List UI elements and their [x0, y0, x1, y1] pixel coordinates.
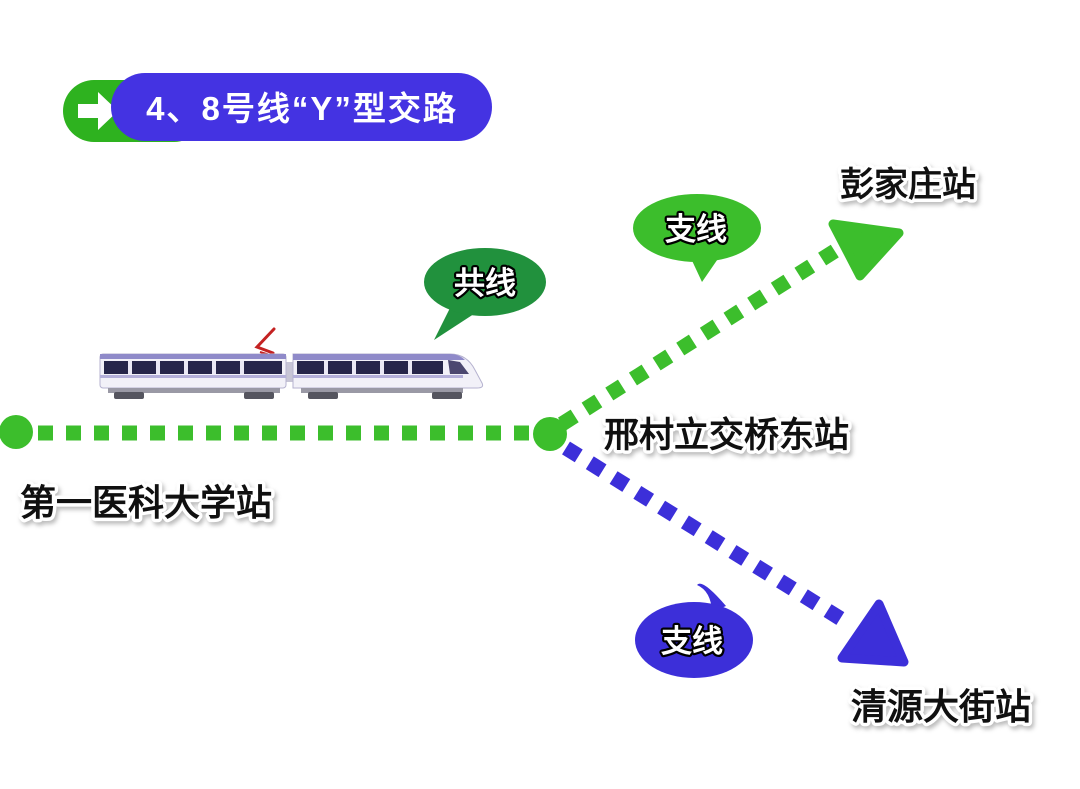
- branch-bottom-label: 支线: [661, 624, 723, 659]
- train-windshield: [448, 360, 469, 374]
- title-pill: [111, 73, 492, 141]
- branch-bottom: [562, 441, 909, 667]
- page-title: 4、8号线“Y”型交路: [146, 90, 458, 127]
- branch-bottom-bubble-body: [635, 602, 753, 678]
- branch-top-bubble: 支线: [633, 194, 761, 282]
- train-car-front: [292, 353, 484, 399]
- shared-line-bubble: 共线: [424, 248, 546, 340]
- station-label-first-medical-university: 第一医科大学站: [20, 482, 272, 523]
- branch-top-bubble-body: [633, 194, 761, 262]
- branch-bottom-bubble: 支线: [635, 583, 753, 678]
- branch-top-label: 支线: [665, 212, 727, 247]
- station-label-pengjiazhuang: 彭家庄站: [840, 166, 976, 204]
- branch-top: [557, 219, 904, 431]
- station-label-xingcun-interchange-east: 邢村立交桥东站: [604, 415, 849, 455]
- right-arrow-icon: [78, 92, 118, 130]
- junction-dot: [533, 417, 567, 451]
- shared-bubble-body: [424, 248, 546, 316]
- branch-top-arrow-icon: [828, 219, 904, 281]
- shared-line-label: 共线: [454, 266, 516, 301]
- train-car-rear: [99, 353, 287, 399]
- train-illustration: [99, 327, 484, 399]
- shared-main-line: [0, 415, 567, 451]
- terminal-dot-left: [0, 415, 33, 449]
- station-label-qingyuan-street: 清源大街站: [851, 686, 1031, 727]
- train-pantograph-icon: [254, 327, 276, 355]
- train-coupler: [283, 362, 293, 382]
- branch-bottom-arrow-icon: [837, 599, 909, 667]
- branch-bottom-dotted-line: [562, 441, 850, 629]
- branch-bottom-bubble-tail: [697, 583, 726, 612]
- header-badge: 4、8号线“Y”型交路: [63, 73, 492, 142]
